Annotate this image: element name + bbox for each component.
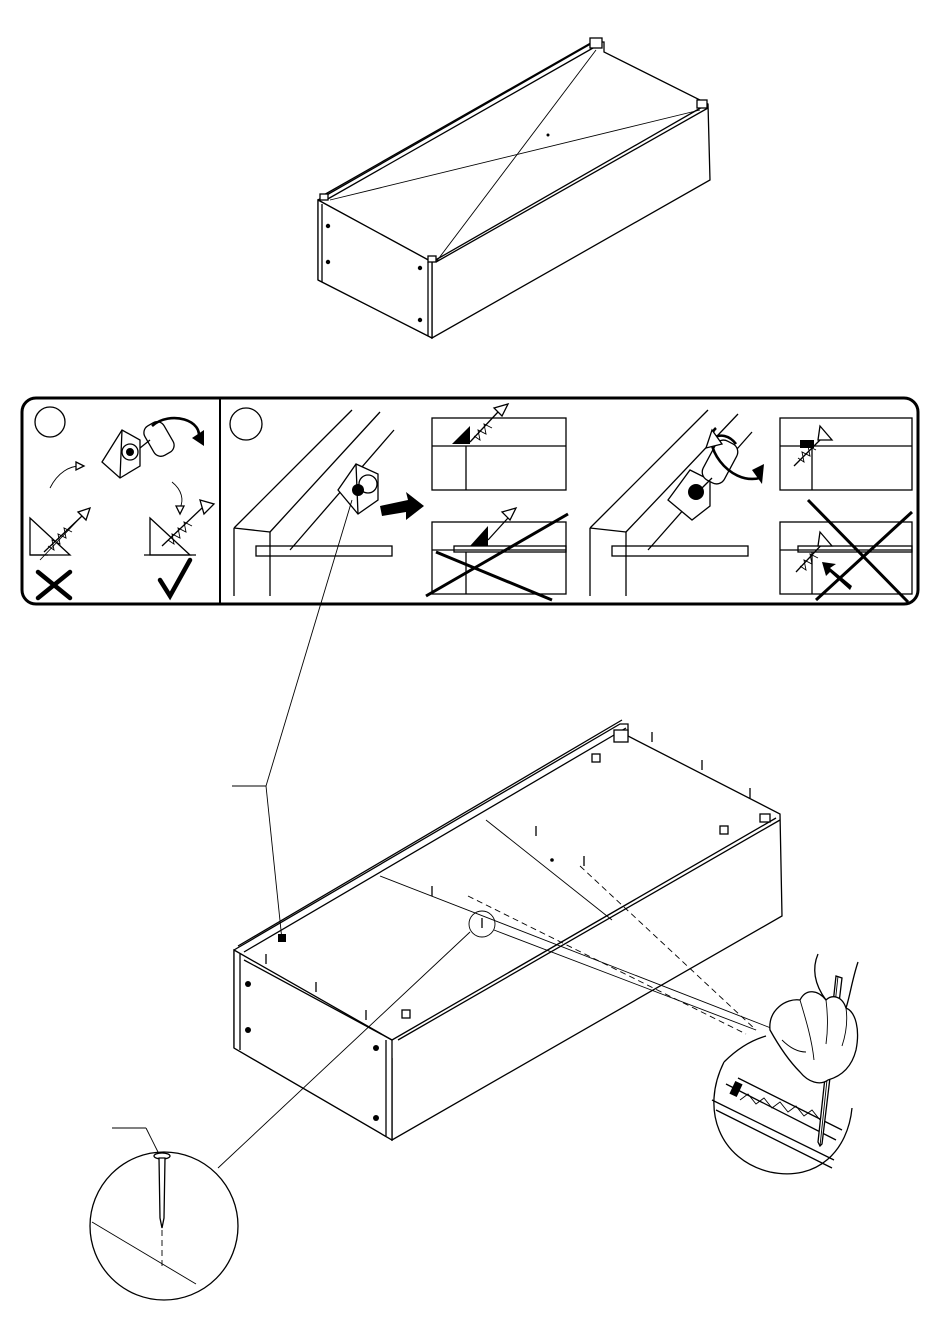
instruction-panel (22, 398, 918, 786)
nail-icon (154, 1153, 170, 1270)
bottom-cabinet-drawing (218, 720, 782, 1168)
pencil-detail (712, 954, 858, 1174)
top-cabinet-drawing (318, 38, 710, 338)
hand-with-pencil-icon (770, 954, 858, 1146)
nail-detail (90, 1128, 238, 1300)
